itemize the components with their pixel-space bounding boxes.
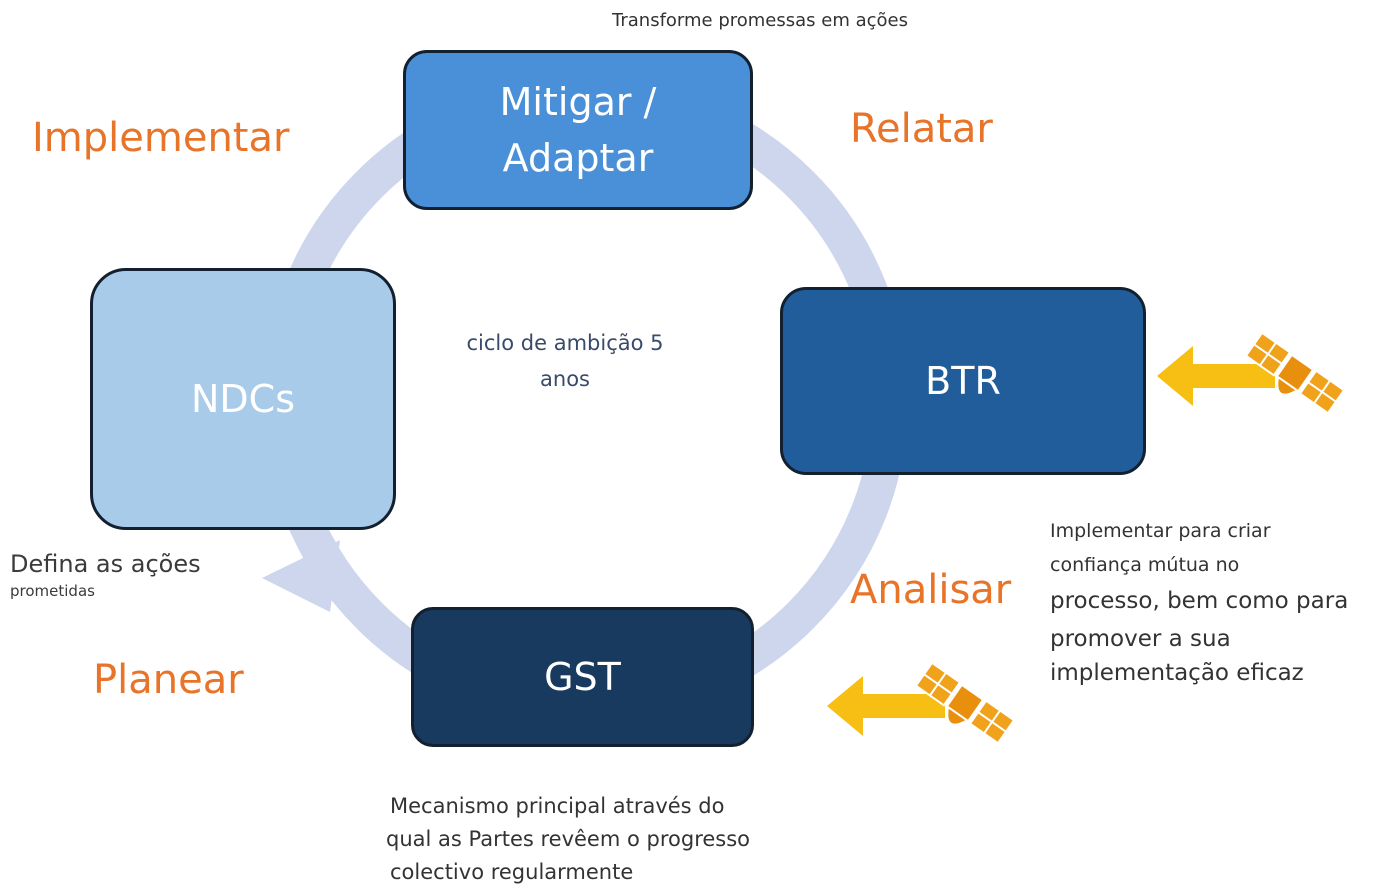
defina-note-line2: prometidas [10,582,95,600]
gst-note: Mecanismo principal através do qual as P… [386,790,750,889]
defina-note: Defina as ações prometidas [10,550,201,600]
gst-box: GST [411,607,754,747]
stage-planear: Planear [93,657,244,703]
btr-note-line1: Implementar para criar [1050,520,1271,542]
btr-satellite-group [1157,331,1346,415]
cycle-arrowhead-icon [262,540,340,612]
gst-satellite-group [827,661,1016,745]
center-label: ciclo de ambição 5 anos [455,325,675,397]
gst-note-line3: colectivo regularmente [390,860,634,884]
satellite-icon [1244,331,1346,415]
btr-label: BTR [925,359,1001,403]
gst-note-line1: Mecanismo principal através do [390,794,725,818]
top-caption: Transforme promessas em ações [612,10,908,31]
gst-label: GST [544,655,621,699]
center-label-line2: anos [540,367,590,391]
btr-note-line2: confiança mútua no [1050,554,1240,576]
mitigar-adaptar-box: Mitigar / Adaptar [403,50,753,210]
btr-box: BTR [780,287,1146,475]
btr-note-line3: processo, bem como para [1050,588,1349,614]
gst-note-line2: qual as Partes revêem o progresso [386,827,751,851]
btr-note-line4: promover a sua [1050,626,1231,652]
stage-relatar: Relatar [850,106,993,152]
center-label-line1: ciclo de ambição 5 [466,331,664,355]
btr-note: Implementar para criar confiança mútua n… [1050,514,1348,688]
ndcs-label: NDCs [190,377,296,421]
btr-note-line5: implementação eficaz [1050,660,1304,686]
satellite-icon [914,661,1016,745]
arrow-left-icon [1157,346,1275,406]
stage-implementar: Implementar [32,115,290,161]
stage-analisar: Analisar [850,567,1012,613]
mitigar-adaptar-label: Mitigar / Adaptar [499,80,657,180]
ndcs-box: NDCs [90,268,396,530]
defina-note-line1: Defina as ações [10,550,201,578]
arrow-left-icon [827,676,945,736]
